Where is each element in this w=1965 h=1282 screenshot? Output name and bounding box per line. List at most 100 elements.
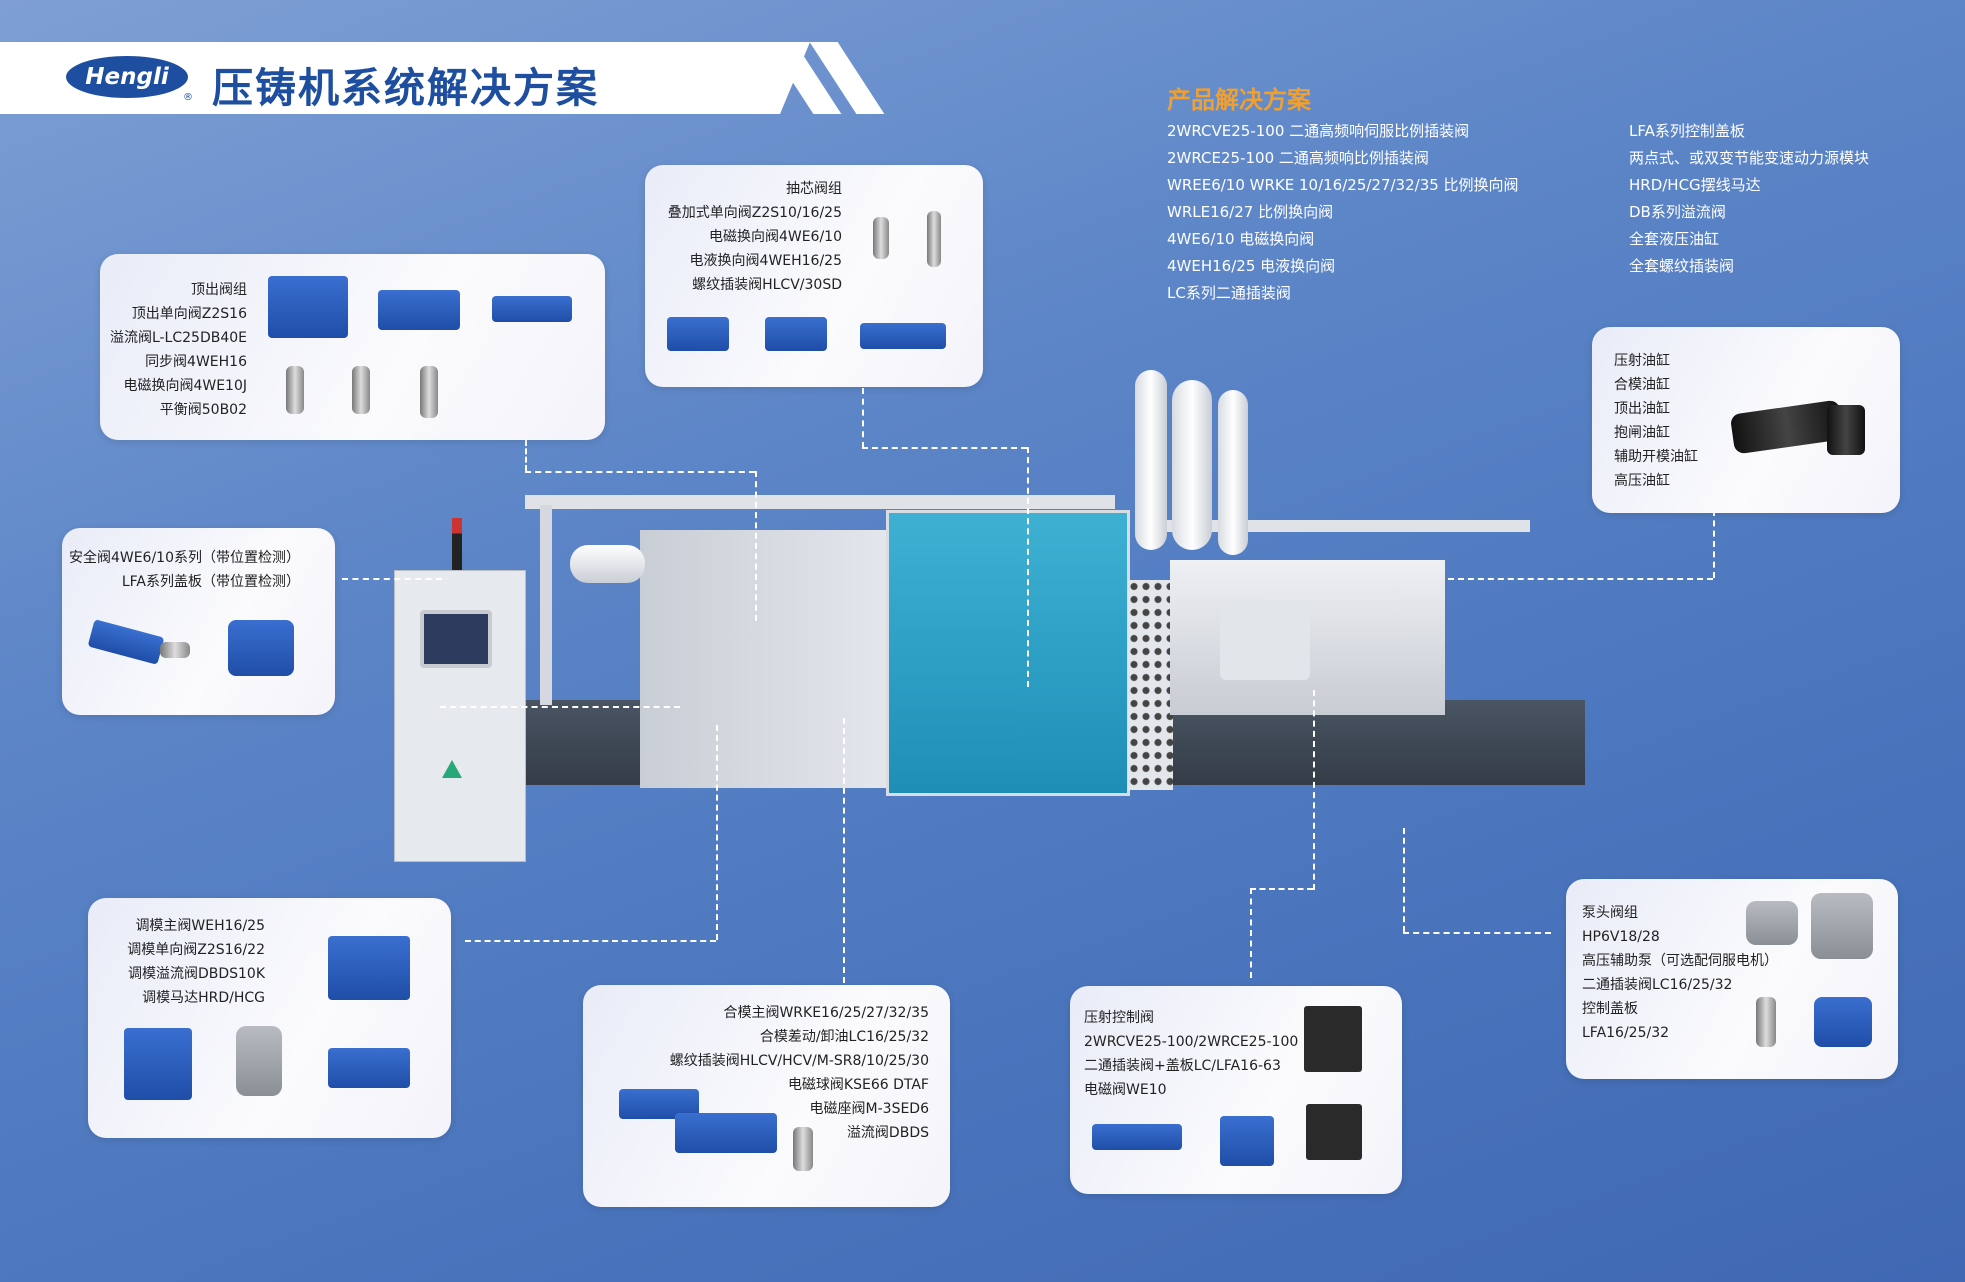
card-line: 顶出油缸 — [1614, 401, 1670, 417]
cartridge-valve-image — [873, 217, 889, 259]
safety-guard-panel — [886, 510, 1130, 796]
proportional-valve-image — [675, 1113, 777, 1153]
connector-line — [1713, 510, 1715, 578]
card-line: 电磁换向阀4WE10J — [123, 378, 247, 394]
directional-valve-image — [492, 296, 572, 322]
connector-line — [1250, 888, 1313, 890]
connector-line — [1027, 447, 1029, 687]
hydraulic-motor-image — [236, 1026, 282, 1096]
cover-plate-image — [228, 620, 294, 676]
card-line: 高压辅助泵（可选配伺服电机） — [1582, 953, 1778, 969]
product-item: 4WE6/10 电磁换向阀 — [1167, 230, 1315, 248]
cartridge-valve-image — [793, 1127, 813, 1171]
warning-sign-icon — [442, 760, 462, 778]
card-pump-head-valves: 泵头阀组 HP6V18/28 高压辅助泵（可选配伺服电机） 二通插装阀LC16/… — [1566, 879, 1898, 1079]
pump-image — [1746, 901, 1798, 945]
operator-button-panel — [1128, 580, 1173, 790]
card-cylinders: 压射油缸 合模油缸 顶出油缸 抱闸油缸 辅助开模油缸 高压油缸 — [1592, 327, 1900, 513]
card-line: 压射油缸 — [1614, 353, 1670, 369]
card-line: 调模溢流阀DBDS10K — [127, 966, 265, 982]
card-heading: 抽芯阀组 — [786, 181, 842, 197]
card-text: 压射油缸 合模油缸 顶出油缸 抱闸油缸 辅助开模油缸 高压油缸 — [1614, 349, 1698, 493]
product-solution-title: 产品解决方案 — [1167, 86, 1311, 114]
product-item: 4WEH16/25 电液换向阀 — [1167, 257, 1336, 275]
connector-line — [1403, 932, 1551, 934]
card-line: 调模单向阀Z2S16/22 — [127, 942, 265, 958]
cabinet-screen — [420, 610, 492, 668]
pump-image — [1811, 893, 1873, 959]
clamping-cylinder — [570, 545, 645, 583]
card-line: 电磁球阀KSE66 DTAF — [787, 1077, 929, 1093]
cylinder-end-cap-image — [1827, 405, 1865, 455]
card-line: HP6V18/28 — [1582, 929, 1660, 945]
product-item: 2WRCVE25-100 二通高频响伺服比例插装阀 — [1167, 122, 1470, 140]
card-line: 溢流阀L-LC25DB40E — [109, 330, 247, 346]
connector-line — [843, 718, 845, 983]
card-line: 电液换向阀4WEH16/25 — [689, 253, 842, 269]
product-item: LFA系列控制盖板 — [1629, 122, 1745, 140]
card-text: 顶出阀组 顶出单向阀Z2S16 溢流阀L-LC25DB40E 同步阀4WEH16… — [110, 278, 247, 422]
product-solution-list-1: 2WRCVE25-100 二通高频响伺服比例插装阀 2WRCE25-100 二通… — [1167, 118, 1519, 307]
product-item: LC系列二通插装阀 — [1167, 284, 1291, 302]
card-safety-valves: 安全阀4WE6/10系列（带位置检测） LFA系列盖板（带位置检测） — [62, 528, 335, 715]
card-line: 调模主阀WEH16/25 — [135, 918, 265, 934]
directional-valve-image — [87, 619, 165, 665]
check-valve-image — [667, 317, 729, 351]
cartridge-valve-image — [927, 211, 941, 267]
card-die-adjust-valves: 调模主阀WEH16/25 调模单向阀Z2S16/22 调模溢流阀DBDS10K … — [88, 898, 451, 1138]
card-line: 压射控制阀 — [1084, 1010, 1154, 1026]
product-item: WREE6/10 WRKE 10/16/25/27/32/35 比例换向阀 — [1167, 176, 1519, 194]
card-line: 高压油缸 — [1614, 473, 1670, 489]
connector-line — [525, 440, 527, 471]
connector-line — [862, 388, 864, 448]
relief-valve-image — [124, 1028, 192, 1100]
card-line: LFA系列盖板（带位置检测） — [121, 574, 300, 590]
card-text: 安全阀4WE6/10系列（带位置检测） LFA系列盖板（带位置检测） — [69, 546, 300, 594]
card-text: 泵头阀组 HP6V18/28 高压辅助泵（可选配伺服电机） 二通插装阀LC16/… — [1582, 901, 1778, 1045]
tie-bar-frame — [525, 495, 1115, 509]
product-item: 全套螺纹插装阀 — [1629, 257, 1735, 275]
accumulator — [1135, 370, 1167, 550]
connector-line — [342, 578, 442, 580]
card-line: LFA16/25/32 — [1582, 1025, 1670, 1041]
registered-mark: ® — [183, 92, 193, 103]
card-line: 合模主阀WRKE16/25/27/32/35 — [723, 1005, 929, 1021]
card-line: 电磁阀WE10 — [1084, 1082, 1167, 1098]
check-valve-image — [765, 317, 827, 351]
card-line: 同步阀4WEH16 — [145, 354, 247, 370]
connector-line — [525, 471, 755, 473]
card-heading: 顶出阀组 — [191, 282, 247, 298]
card-line: 二通插装阀LC16/25/32 — [1582, 977, 1733, 993]
connector-line — [716, 725, 718, 940]
position-sensor-image — [160, 642, 190, 658]
card-ejector-valves: 顶出阀组 顶出单向阀Z2S16 溢流阀L-LC25DB40E 同步阀4WEH16… — [100, 254, 605, 440]
cartridge-valve-image — [420, 366, 438, 418]
tie-bar-post — [540, 505, 552, 705]
cover-plate-image — [1814, 997, 1872, 1047]
connector-line — [755, 471, 757, 621]
card-text: 合模主阀WRKE16/25/27/32/35 合模差动/卸油LC16/25/32… — [670, 1001, 929, 1145]
check-valve-image — [328, 1048, 410, 1088]
card-line: 抱闸油缸 — [1614, 425, 1670, 441]
card-line: 电磁换向阀4WE6/10 — [708, 229, 842, 245]
product-item: HRD/HCG摆线马达 — [1629, 176, 1761, 194]
connector-line — [1250, 888, 1252, 978]
safety-guard-left — [640, 530, 895, 788]
directional-valve-image — [1092, 1124, 1182, 1150]
card-line: 2WRCVE25-100/2WRCE25-100 — [1084, 1034, 1299, 1050]
product-item: 两点式、或双变节能变速动力源模块 — [1629, 149, 1870, 167]
connector-line — [1313, 690, 1315, 890]
cartridge-valve-image — [286, 366, 304, 414]
connector-line — [440, 706, 680, 708]
product-item: WRLE16/27 比例换向阀 — [1167, 203, 1334, 221]
card-text: 调模主阀WEH16/25 调模单向阀Z2S16/22 调模溢流阀DBDS10K … — [127, 914, 265, 1010]
card-text: 压射控制阀 2WRCVE25-100/2WRCE25-100 二通插装阀+盖板L… — [1084, 1006, 1298, 1102]
card-injection-valves: 压射控制阀 2WRCVE25-100/2WRCE25-100 二通插装阀+盖板L… — [1070, 986, 1402, 1194]
product-solution-list-2: LFA系列控制盖板 两点式、或双变节能变速动力源模块 HRD/HCG摆线马达 D… — [1629, 118, 1869, 280]
card-line: 辅助开模油缸 — [1614, 449, 1698, 465]
cartridge-valve-image — [352, 366, 370, 414]
connector-line — [1403, 828, 1405, 932]
product-item: 全套液压油缸 — [1629, 230, 1720, 248]
card-line: 平衡阀50B02 — [159, 402, 247, 418]
page-title: 压铸机系统解决方案 — [212, 64, 599, 112]
